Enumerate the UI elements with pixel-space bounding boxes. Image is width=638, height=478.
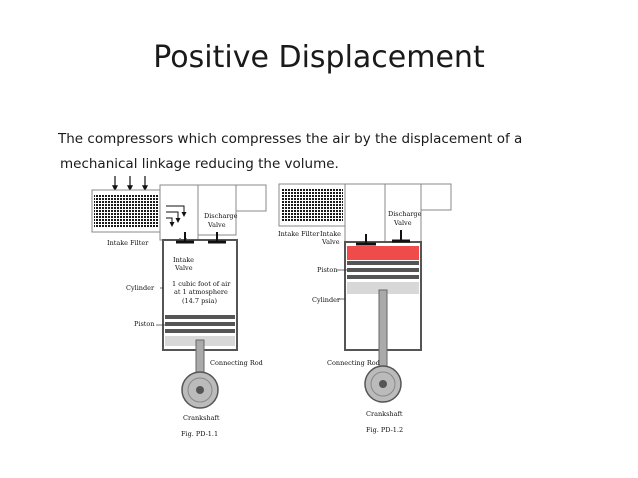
label-discharge-valve-2b: Valve <box>393 219 412 227</box>
intake-duct <box>159 184 199 241</box>
intake-arrows <box>112 176 148 192</box>
label-air-2: at 1 atmosphere <box>174 288 228 296</box>
figure-2 <box>278 183 452 403</box>
discharge-duct-2 <box>384 183 422 243</box>
intake-duct-2 <box>344 183 386 243</box>
label-air-1: 1 cubic foot of air <box>172 280 231 288</box>
slide-title: Positive Displacement <box>153 40 485 75</box>
label-discharge-valve-1a: Discharge <box>204 212 238 220</box>
label-intake-valve-1b: Valve <box>174 264 193 272</box>
body-line-2: mechanical linkage reducing the volume. <box>60 156 339 172</box>
body-line-1: The compressors which compresses the air… <box>58 131 523 147</box>
slide-body: The compressors which compresses the air… <box>58 127 522 177</box>
label-piston-2: Piston <box>317 266 338 274</box>
piston-2 <box>347 261 419 294</box>
label-intake-valve-2a: Intake <box>320 230 341 238</box>
caption-fig-2: Fig. PD-1.2 <box>366 426 403 434</box>
label-intake-valve-2b: Valve <box>321 238 340 246</box>
label-cylinder-1: Cylinder <box>126 284 155 292</box>
intake-filter-2 <box>281 188 343 222</box>
label-intake-filter-2: Intake Filter <box>278 230 320 238</box>
compressed-air <box>347 246 419 260</box>
crankshaft-2 <box>364 365 402 403</box>
label-connecting-rod-2: Connecting Rod <box>327 359 380 367</box>
intake-filter <box>94 194 158 228</box>
figure-1 <box>91 176 267 409</box>
label-cylinder-2: Cylinder <box>312 296 341 304</box>
label-crankshaft-1: Crankshaft <box>183 414 220 422</box>
crankshaft-1 <box>181 371 219 409</box>
label-air-3: (14.7 psia) <box>182 297 218 305</box>
label-intake-valve-1a: Intake <box>173 256 194 264</box>
label-discharge-valve-2a: Discharge <box>388 210 422 218</box>
label-discharge-valve-1b: Valve <box>207 221 226 229</box>
label-piston-1: Piston <box>134 320 155 328</box>
label-connecting-rod-1: Connecting Rod <box>210 359 263 367</box>
caption-fig-1: Fig. PD-1.1 <box>181 430 218 438</box>
label-intake-filter-1: Intake Filter <box>107 239 149 247</box>
label-crankshaft-2: Crankshaft <box>366 410 403 418</box>
